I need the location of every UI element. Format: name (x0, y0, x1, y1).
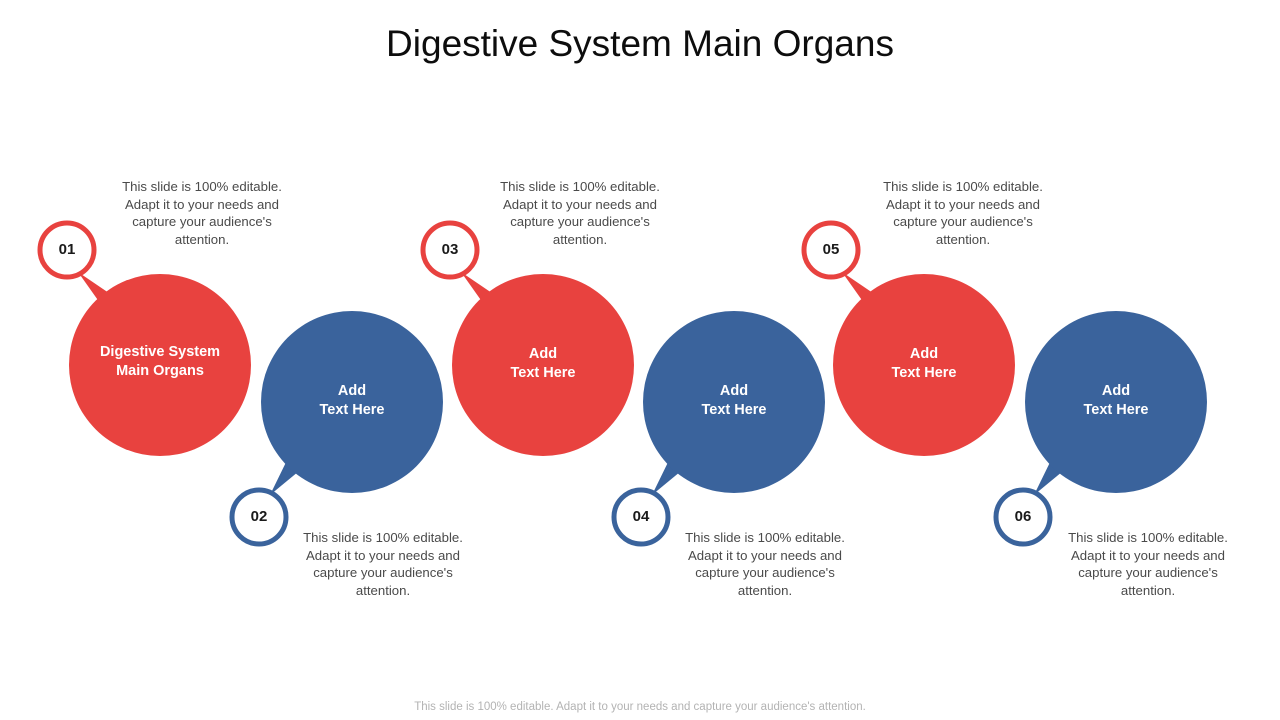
badge-circle-4[interactable] (611, 487, 671, 547)
node-group-3[interactable] (420, 220, 634, 456)
node-description-1: This slide is 100% editable. Adapt it to… (122, 179, 282, 247)
main-circle-5[interactable] (833, 274, 1015, 456)
node-description-5: This slide is 100% editable. Adapt it to… (883, 179, 1043, 247)
node-group-6[interactable] (993, 311, 1207, 547)
node-description-3: This slide is 100% editable. Adapt it to… (500, 179, 660, 247)
badge-number-2[interactable]: 02 (250, 508, 268, 525)
badge-number-1[interactable]: 01 (58, 241, 76, 258)
main-circle-3[interactable] (452, 274, 634, 456)
node-group-4[interactable] (611, 311, 825, 547)
node-description-2: This slide is 100% editable. Adapt it to… (303, 530, 463, 598)
main-circle-4[interactable] (643, 311, 825, 493)
badge-circle-3[interactable] (420, 220, 480, 280)
badge-number-6[interactable]: 06 (1014, 508, 1032, 525)
node-description-4: This slide is 100% editable. Adapt it to… (685, 530, 845, 598)
badge-number-4[interactable]: 04 (632, 508, 650, 525)
main-circle-6[interactable] (1025, 311, 1207, 493)
node-group-1[interactable] (37, 220, 251, 456)
node-group-2[interactable] (229, 311, 443, 547)
node-group-5[interactable] (801, 220, 1015, 456)
page-title: Digestive System Main Organs (386, 23, 894, 64)
node-description-6: This slide is 100% editable. Adapt it to… (1068, 530, 1228, 598)
badge-circle-2[interactable] (229, 487, 289, 547)
main-circle-2[interactable] (261, 311, 443, 493)
main-circle-1[interactable] (69, 274, 251, 456)
footer-note: This slide is 100% editable. Adapt it to… (414, 701, 866, 713)
badge-circle-5[interactable] (801, 220, 861, 280)
badge-circle-6[interactable] (993, 487, 1053, 547)
badge-circle-1[interactable] (37, 220, 97, 280)
badge-number-5[interactable]: 05 (822, 241, 840, 258)
badge-number-3[interactable]: 03 (441, 241, 459, 258)
